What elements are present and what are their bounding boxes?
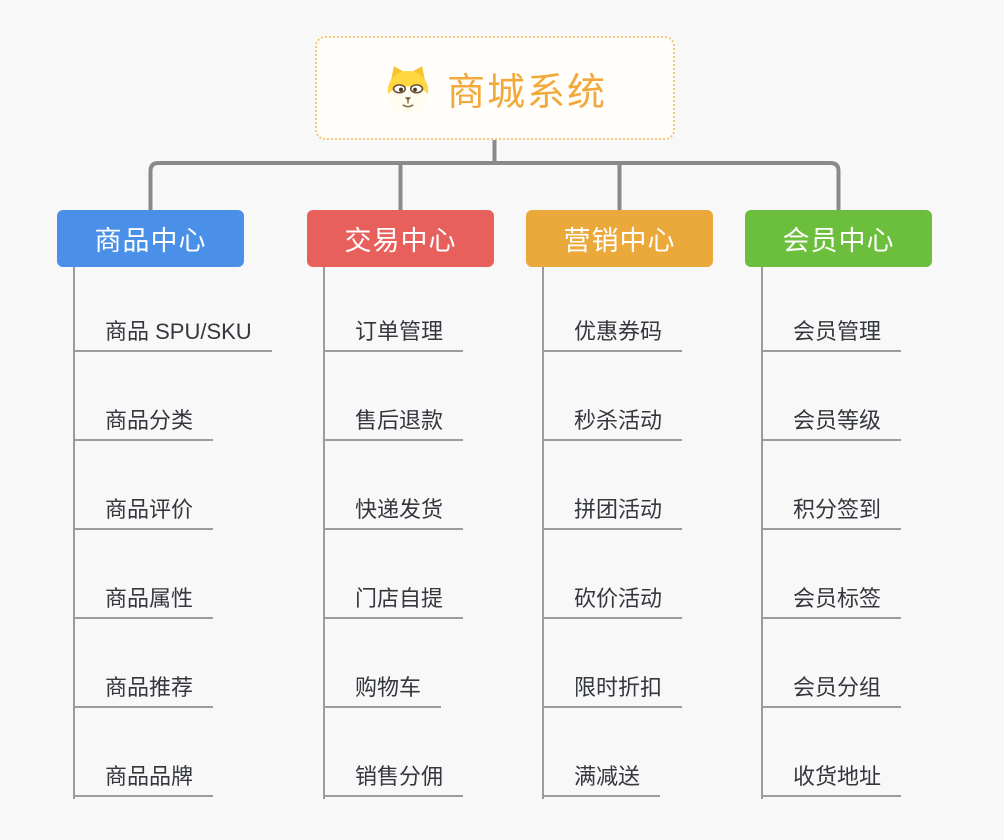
- leaf-node[interactable]: 商品评价: [73, 492, 214, 530]
- leaf-node[interactable]: 快递发货: [323, 492, 464, 530]
- leaf-node[interactable]: 拼团活动: [542, 492, 683, 530]
- root-node-label: 商城系统: [446, 71, 607, 114]
- leaf-node[interactable]: 砍价活动: [542, 581, 683, 619]
- root-node[interactable]: 商城系统: [315, 36, 675, 140]
- branch-node-label: 营销中心: [563, 226, 676, 256]
- leaf-node[interactable]: 会员等级: [761, 403, 902, 441]
- leaf-node[interactable]: 订单管理: [323, 314, 464, 352]
- leaf-node[interactable]: 优惠券码: [542, 314, 683, 352]
- leaf-node[interactable]: 积分签到: [761, 492, 902, 530]
- leaf-node[interactable]: 商品分类: [73, 403, 214, 441]
- leaf-node[interactable]: 会员分组: [761, 670, 902, 708]
- leaf-node[interactable]: 满减送: [542, 759, 661, 797]
- leaf-node[interactable]: 售后退款: [323, 403, 464, 441]
- branch-children-member: 会员管理 会员等级 积分签到 会员标签 会员分组 收货地址: [761, 267, 991, 799]
- branch-children-marketing: 优惠券码 秒杀活动 拼团活动 砍价活动 限时折扣 满减送: [542, 267, 772, 799]
- leaf-node[interactable]: 门店自提: [323, 581, 464, 619]
- branch-node-label: 商品中心: [94, 226, 207, 256]
- leaf-node[interactable]: 限时折扣: [542, 670, 683, 708]
- leaf-node[interactable]: 商品 SPU/SKU: [73, 314, 272, 352]
- leaf-node[interactable]: 会员标签: [761, 581, 902, 619]
- branch-node-label: 会员中心: [782, 226, 895, 256]
- leaf-node[interactable]: 商品品牌: [73, 759, 214, 797]
- leaf-node[interactable]: 购物车: [323, 670, 442, 708]
- leaf-node[interactable]: 收货地址: [761, 759, 902, 797]
- branch-children-goods: 商品 SPU/SKU 商品分类 商品评价 商品属性 商品推荐 商品品牌: [73, 267, 303, 799]
- branch-node-trade-center[interactable]: 交易中心: [307, 210, 494, 267]
- leaf-node[interactable]: 秒杀活动: [542, 403, 683, 441]
- leaf-node[interactable]: 会员管理: [761, 314, 902, 352]
- leaf-node[interactable]: 销售分佣: [323, 759, 464, 797]
- branch-node-label: 交易中心: [344, 226, 457, 256]
- branch-children-trade: 订单管理 售后退款 快递发货 门店自提 购物车 销售分佣: [323, 267, 553, 799]
- branch-node-marketing-center[interactable]: 营销中心: [526, 210, 713, 267]
- branch-node-member-center[interactable]: 会员中心: [745, 210, 932, 267]
- leaf-node[interactable]: 商品属性: [73, 581, 214, 619]
- branch-node-goods-center[interactable]: 商品中心: [57, 210, 244, 267]
- leaf-node[interactable]: 商品推荐: [73, 670, 214, 708]
- dog-face-icon: [387, 66, 429, 113]
